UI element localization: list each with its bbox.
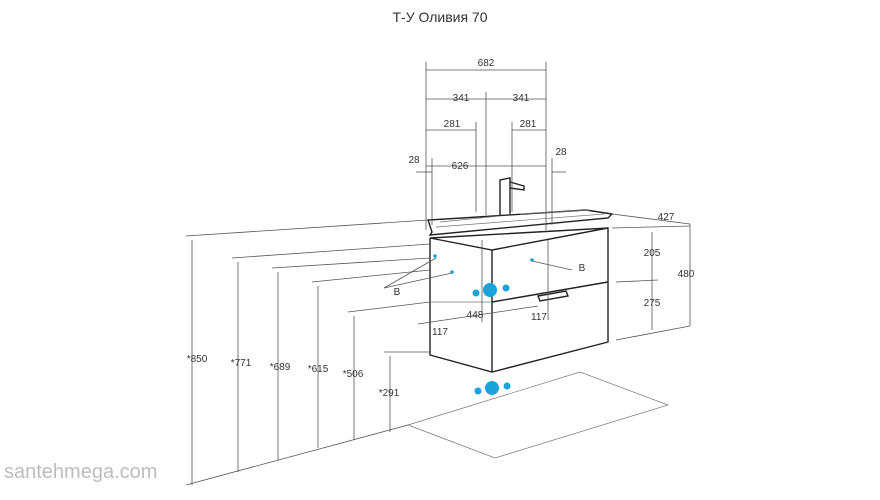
connection-markers (433, 254, 534, 395)
drawing-title: Т-У Оливия 70 (392, 9, 487, 25)
dim-682: 682 (478, 58, 495, 69)
marker-b-left: B (394, 287, 401, 298)
dim-117-left: 117 (432, 327, 448, 338)
cabinet (427, 177, 614, 373)
dim-275: 275 (644, 298, 661, 309)
watermark: santehmega.com (4, 461, 157, 483)
dim-117-right: 117 (531, 312, 547, 323)
dim-291: *291 (379, 388, 400, 399)
dim-506: *506 (343, 369, 364, 380)
dim-341-right: 341 (513, 93, 530, 104)
dim-281-left: 281 (444, 119, 461, 130)
dim-626: 626 (452, 161, 469, 172)
floor-outline (406, 371, 670, 459)
dim-850: *850 (187, 354, 208, 365)
dim-689: *689 (270, 362, 291, 373)
dim-448: 448 (467, 310, 484, 321)
dim-480: 480 (678, 269, 695, 280)
left-height-dimensions (185, 219, 431, 486)
middle-dimensions (383, 240, 573, 325)
right-dimensions (611, 213, 691, 341)
dim-615: *615 (308, 364, 329, 375)
dim-281-right: 281 (520, 119, 537, 130)
top-dimensions (416, 62, 566, 230)
dim-341-left: 341 (453, 93, 470, 104)
dim-771: *771 (231, 358, 252, 369)
dim-205: 205 (644, 248, 661, 259)
dim-427: 427 (658, 212, 675, 223)
dim-28-left: 28 (408, 155, 420, 166)
dim-28-right: 28 (555, 147, 567, 158)
marker-b-right: B (579, 263, 586, 274)
